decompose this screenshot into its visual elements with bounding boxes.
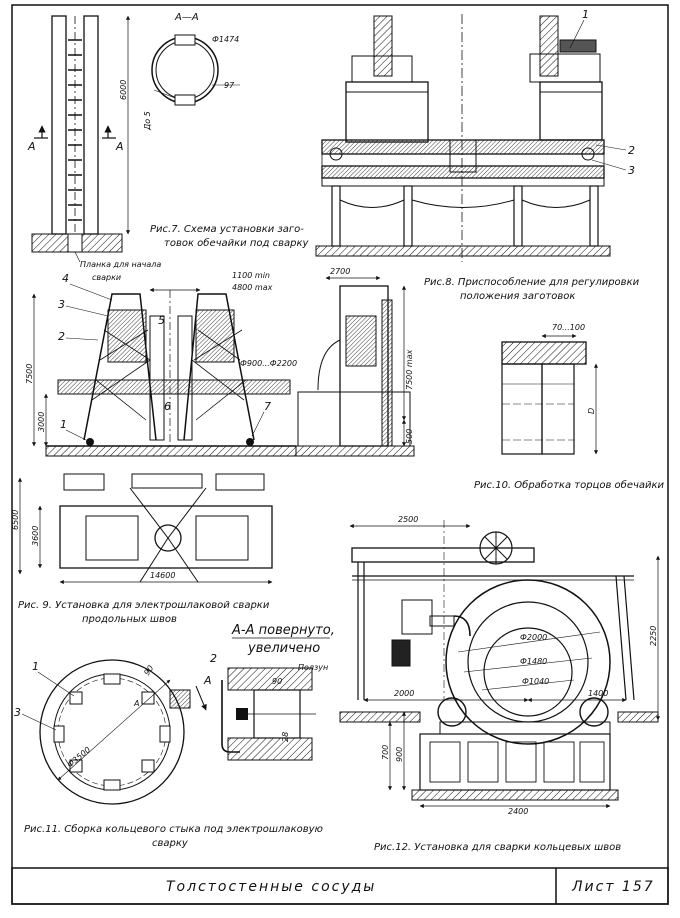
figure-11: Ф3500 90 А А 1 3 А-А повернуто, увеличен… (14, 623, 335, 849)
title-block: Толстостенные сосуды Лист 157 (11, 867, 669, 905)
title-text: Толстостенные сосуды (166, 879, 376, 895)
fig10-caption: Рис.10. Обработка торцов обечайки (474, 479, 665, 491)
fig8-callout-1: 1 (582, 8, 589, 21)
fig8-callout-3: 3 (628, 164, 635, 177)
fig9-callout-1: 1 (60, 418, 67, 431)
dim-70-100: 70...100 (552, 323, 585, 332)
dim-diam-range: Ф900...Ф2200 (240, 359, 297, 368)
dim-1480: Ф1480 (520, 657, 547, 666)
strip-label-line2: сварки (92, 273, 121, 282)
strip-label-line1: Планка для начала (80, 260, 161, 269)
section-label-aa: А—А (174, 12, 199, 23)
fig9-callout-7: 7 (264, 400, 271, 413)
dim-1100min: 1100 min (232, 271, 270, 280)
dim-1400: 1400 (588, 689, 608, 698)
fig8-callout-2: 2 (628, 144, 635, 157)
fig9-callout-6: 6 (164, 400, 171, 413)
section-title-line1: А-А повернуто, (231, 623, 335, 638)
dim-14600: 14600 (150, 571, 175, 580)
figure-9: 1100 min 4800 max 7500 3000 Ф900...Ф2200… (11, 267, 415, 625)
sheet-number: Лист 157 (571, 879, 655, 895)
fig12-caption: Рис.12. Установка для сварки кольцевых ш… (374, 842, 621, 853)
dim-6000: 6000 (119, 80, 128, 100)
dim-90-ring: 90 (142, 664, 155, 678)
fig9-callout-5: 5 (158, 314, 165, 327)
dim-gap: До 5 (143, 111, 152, 131)
fig9-callout-4: 4 (62, 272, 69, 285)
dim-28: 28 (281, 732, 290, 742)
fig8-caption-line2: положения заготовок (460, 291, 575, 302)
figure-12: 2500 Ф2000 Ф1480 Ф1040 2250 20 (339, 515, 661, 853)
mark-A2-ring: А (133, 699, 139, 708)
fig7-caption-line1: Рис.7. Схема установки заго- (150, 224, 304, 235)
mark-A-ring: А (203, 674, 212, 687)
fig11-callout-1: 1 (32, 660, 39, 673)
fig9-callout-2: 2 (58, 330, 65, 343)
fig11-caption-line1: Рис.11. Сборка кольцевого стыка под элек… (24, 823, 323, 835)
dim-2400: 2400 (508, 807, 528, 816)
dim-7500: 7500 (25, 364, 34, 384)
dim-2250: 2250 (649, 626, 658, 646)
dim-1040: Ф1040 (522, 677, 549, 686)
dim-2000d: Ф2000 (520, 633, 547, 642)
dim-2500: 2500 (398, 515, 418, 524)
dim-900: 900 (395, 747, 404, 762)
fig9-caption-line2: продольных швов (82, 614, 177, 625)
figure-7: А А 6000 А—А Ф1474 97 До 5 Рис.7. Схема … (27, 12, 310, 282)
dim-7500max: 7500 max (405, 349, 414, 390)
fig7-caption-line2: товок обечайки под сварку (164, 237, 310, 249)
dim-2700: 2700 (330, 267, 350, 276)
dim-97: 97 (224, 81, 235, 90)
dim-700: 700 (381, 745, 390, 760)
dim-90-detail: 90 (272, 677, 282, 686)
section-title-line2: увеличено (247, 641, 320, 656)
figure-8: 1 2 3 Рис.8. Приспособление для регулиро… (315, 8, 640, 302)
dim-6500: 6500 (11, 510, 20, 530)
fig9-callout-3: 3 (58, 298, 65, 311)
fig11-callout-2: 2 (210, 652, 217, 665)
fig9-caption-line1: Рис. 9. Установка для электрошлаковой св… (18, 600, 270, 611)
figure-10: 70...100 D Рис.10. Обработка торцов обеч… (474, 323, 665, 491)
section-mark-left: А (27, 140, 36, 153)
dim-3000: 3000 (37, 412, 46, 432)
dim-2000: 2000 (394, 689, 414, 698)
dim-1474: Ф1474 (212, 35, 239, 44)
dim-4800max: 4800 max (232, 283, 273, 292)
dim-D: D (587, 408, 596, 414)
dim-500: 500 (405, 429, 414, 444)
fig11-callout-3: 3 (14, 706, 21, 719)
dim-3600: 3600 (31, 526, 40, 546)
section-mark-right: А (115, 140, 124, 153)
slider-label: Ползун (298, 663, 328, 672)
fig11-caption-line2: сварку (152, 838, 189, 849)
fig8-caption-line1: Рис.8. Приспособление для регулировки (424, 276, 640, 288)
